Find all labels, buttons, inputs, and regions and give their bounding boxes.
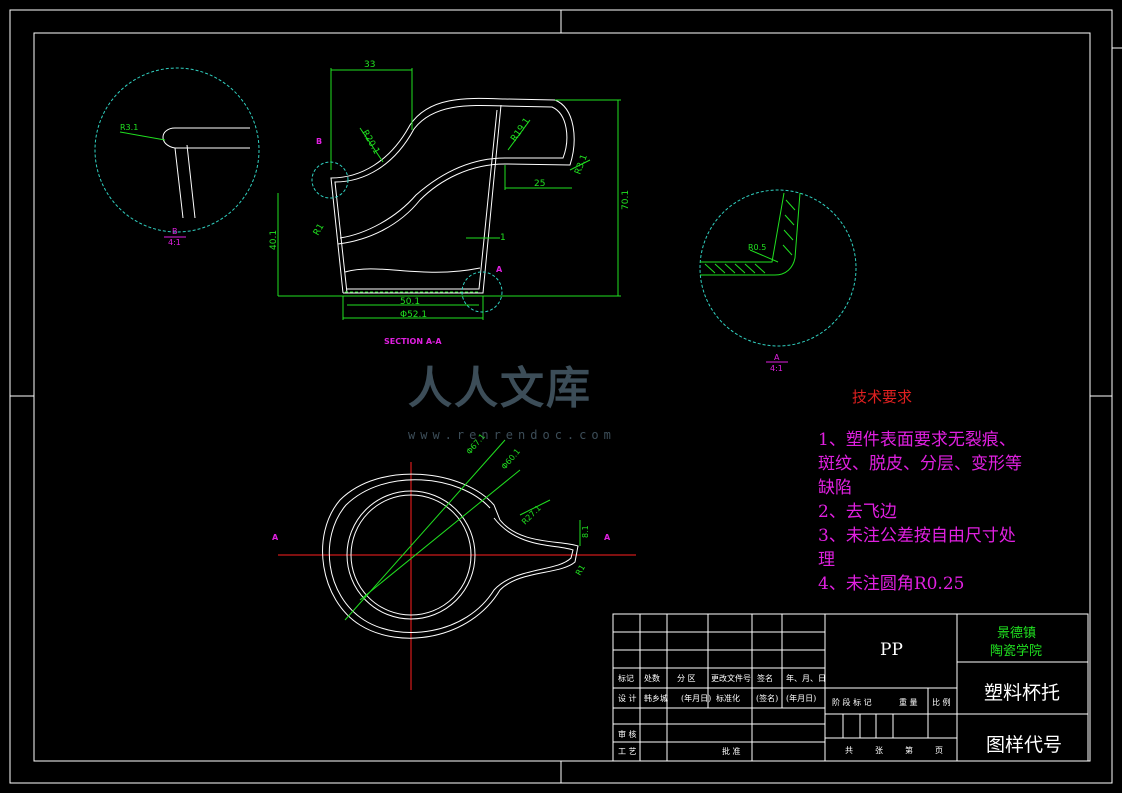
section-label: SECTION A-A [384,337,442,346]
dim-70: 70.1 [621,190,631,210]
standard-date: (年月日) [786,694,817,703]
sheets-unit: 张 [875,746,883,755]
sheet-unit: 页 [935,746,943,755]
hdr-zone: 分 区 [677,674,696,683]
dim-40: 40.1 [269,230,279,250]
dim-25: 25 [534,179,545,189]
school-line1: 景德镇 [997,626,1037,641]
plan-r-handle: R27.1 [520,504,543,527]
approve-label: 批 准 [722,747,741,756]
plan-a-left: A [272,533,279,542]
dim-1: 1 [500,233,506,243]
inner-border [33,32,1091,762]
dim-r-upper: R20.1 [359,129,381,157]
hdr-mark: 标记 [618,674,634,683]
weight-label: 重 量 [899,698,918,707]
outer-border [9,9,1113,784]
hdr-doc: 更改文件号 [711,674,751,683]
stage-label: 阶 段 标 记 [832,698,872,707]
detail-a-label: A [774,353,780,362]
sheet-no: 第 [905,746,913,755]
designer: 韩乡城 [644,694,668,703]
tech-requirements-title: 技术要求 [852,388,913,406]
dim-r-right: R19.1 [509,116,532,143]
school-line2: 陶瓷学院 [990,644,1043,659]
tech-line: 理 [818,550,835,570]
tech-line: 缺陷 [818,478,852,498]
detail-b-r3: R3.1 [120,123,138,132]
dim-50: 50.1 [400,297,420,307]
hdr-sign: 签名 [757,674,773,683]
detail-a-r05: R0.5 [748,243,766,252]
process-label: 工 艺 [618,747,637,756]
standard-sign: (签名) [756,694,779,703]
check-label: 审 核 [618,730,637,739]
dim-r1: R1 [312,222,327,237]
plan-h-handle: 8.1 [581,525,590,538]
material: PP [880,640,903,660]
plan-d-mid: Φ60.1 [500,447,522,471]
tech-line: 1、塑件表面要求无裂痕、 [818,430,1016,450]
drawing-code: 图样代号 [986,734,1063,756]
plan-d-big: Φ67.1 [465,432,487,456]
tech-line: 4、未注圆角R0.25 [818,574,965,594]
sheets-total: 共 [845,746,853,755]
detail-b-label: B [172,227,178,236]
dim-33: 33 [364,60,375,70]
standard-label: 标准化 [716,694,740,703]
tech-line: 3、未注公差按自由尺寸处 [818,526,1016,546]
tech-line: 2、去飞边 [818,502,897,522]
detail-b: R3.1 B 4:1 [94,67,260,247]
tech-line: 斑纹、脱皮、分层、变形等 [818,454,1022,474]
hdr-count: 处数 [644,674,660,683]
part-name: 塑料杯托 [984,682,1061,704]
detail-a: R0.5 A 4:1 [699,189,857,373]
dim-r-tip: R3.1 [573,153,589,176]
design-date: (年月日) [681,694,712,703]
design-label: 设 计 [618,694,637,703]
plan-r-tip: R1 [574,563,587,577]
plan-view: Φ67.1 Φ60.1 R27.1 8.1 R1 A A [272,432,636,690]
title-block [612,613,1089,762]
section-view: 33 R20.1 R19.1 R3.1 25 70.1 40.1 R1 1 50… [269,60,631,346]
a-mark: A [496,265,503,274]
scale-label: 比 例 [932,698,951,707]
dim-52: Φ52.1 [400,310,427,320]
plan-a-right: A [604,533,611,542]
b-mark: B [316,137,322,146]
detail-a-scale: 4:1 [770,364,783,373]
hdr-date: 年、月、日 [786,674,826,683]
tech-requirements: 1、塑件表面要求无裂痕、 斑纹、脱皮、分层、变形等 缺陷 2、去飞边 3、未注公… [818,428,1058,596]
detail-b-scale: 4:1 [168,238,181,247]
